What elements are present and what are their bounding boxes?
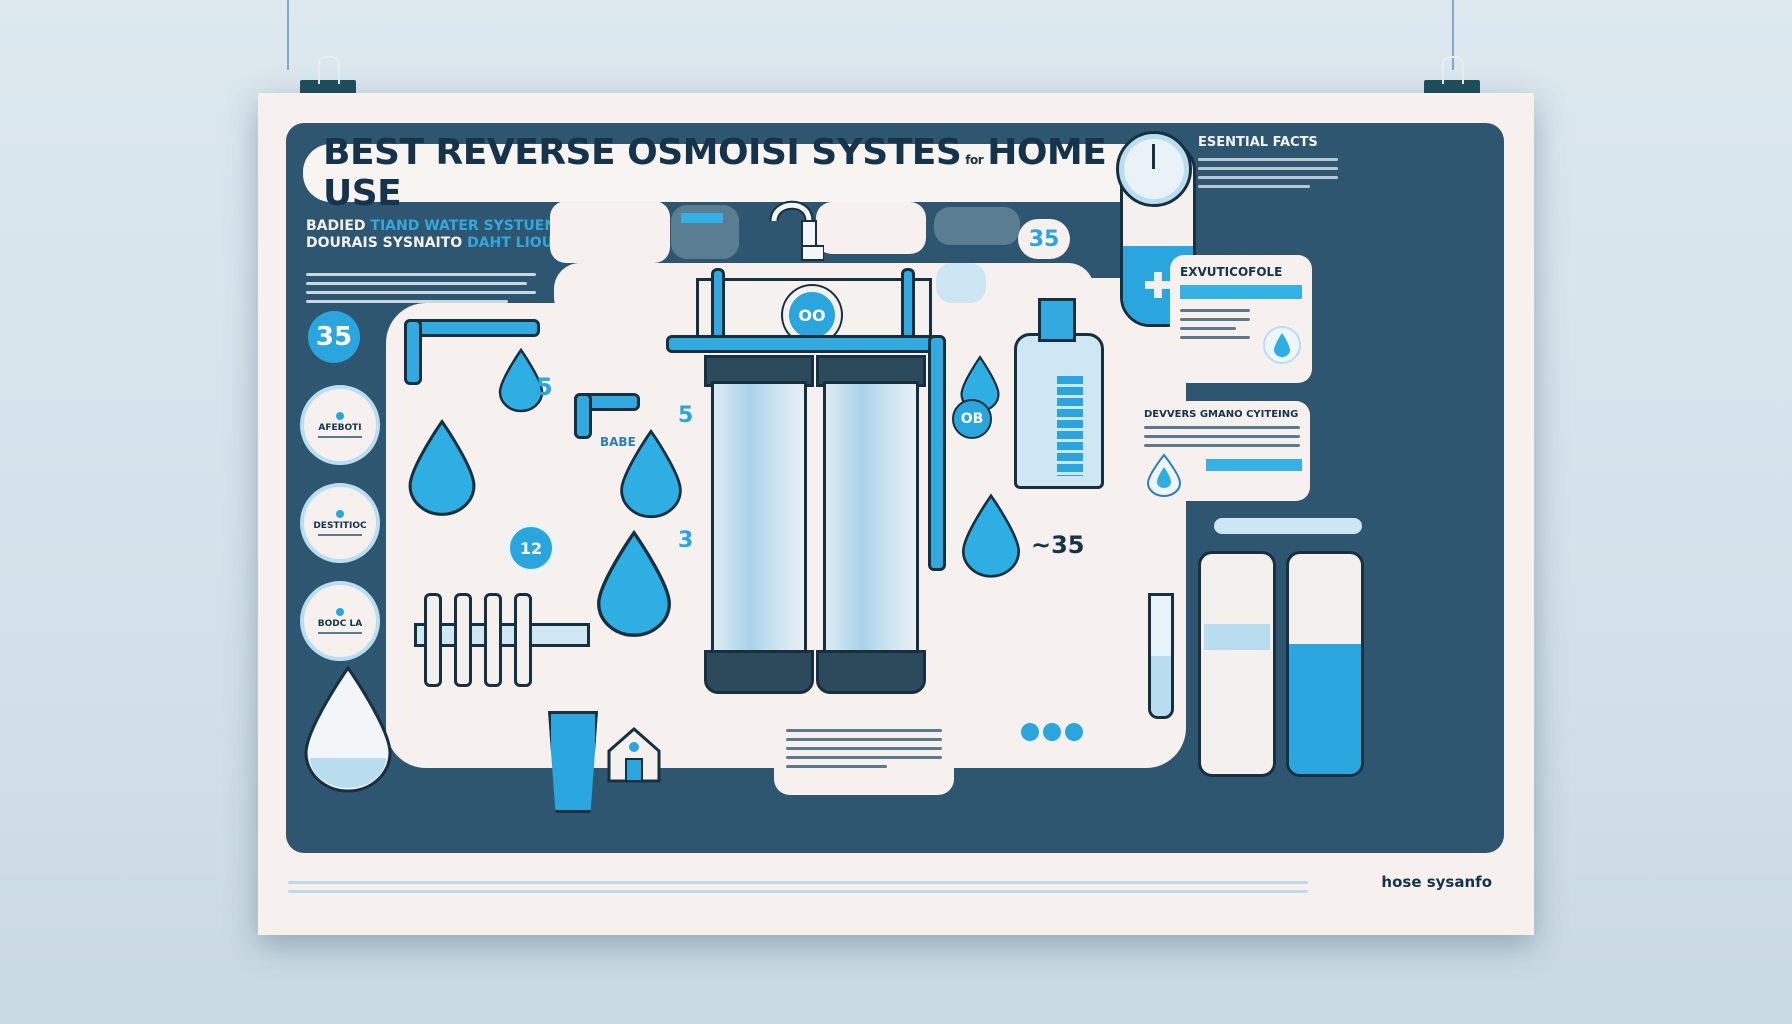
filter-cartridge-1 <box>711 381 807 657</box>
canister-label-bubble <box>1214 518 1362 534</box>
circle-card-label: DESTITIOC <box>313 521 367 531</box>
footer-brand: hose sysanfo <box>1381 873 1492 891</box>
bubbles-cluster-icon <box>1021 723 1085 751</box>
info-bubble-3 <box>816 202 926 254</box>
water-bottle-dispenser <box>1014 333 1104 489</box>
circle-card-text <box>318 632 362 634</box>
dot-icon <box>336 412 344 420</box>
subheading-line1-blue: TIAND WATER SYSTUENT <box>370 218 566 234</box>
filter-base <box>816 650 926 694</box>
card-body-text <box>1180 309 1250 339</box>
exvutic-info-card: EXVUTICOFOLE <box>1170 255 1312 383</box>
filter-badge: OO <box>783 286 841 344</box>
info-bubble-4 <box>934 207 1020 245</box>
essential-facts-section: ESENTIAL FACTS <box>1198 135 1348 225</box>
water-drop-icon <box>498 348 544 413</box>
pipe-vertical <box>574 393 592 439</box>
water-drop-icon <box>620 428 682 519</box>
canister-water-level <box>1289 644 1361 774</box>
water-drop-icon <box>1146 453 1182 497</box>
title-suffix: HOME USE <box>323 132 1107 214</box>
info-bubble-5 <box>936 263 986 303</box>
bubble-tag <box>681 213 723 223</box>
filter-canister-2 <box>1286 551 1364 777</box>
card-body-text <box>786 729 942 768</box>
essential-facts-title: ESENTIAL FACTS <box>1198 135 1318 150</box>
essential-facts-text <box>1198 158 1338 188</box>
water-drop-icon <box>597 529 671 637</box>
stat-35-value: ~35 <box>1031 531 1085 559</box>
house-icon <box>607 727 661 783</box>
test-tube-icon <box>1148 593 1174 719</box>
circle-card-3: BODC LA <box>300 581 380 661</box>
circle-card-label: AFEBOTI <box>318 423 362 433</box>
badge-ob: OB <box>952 399 992 439</box>
filter-canister-1 <box>1198 551 1276 777</box>
title-connector: for <box>965 153 984 167</box>
tag-label: BABE <box>600 435 636 449</box>
step-badge-12: 12 <box>504 521 558 575</box>
filter-cartridge-2 <box>823 381 919 657</box>
bottle-neck <box>1038 298 1076 342</box>
subheading-line1-white: BADIED <box>306 218 366 234</box>
large-water-drop-icon <box>304 665 392 793</box>
stat-badge-35: 35 <box>308 311 360 363</box>
water-drop-icon <box>961 493 1021 578</box>
test-tube-liquid <box>1151 656 1171 716</box>
footer-text <box>288 881 1308 899</box>
step-number-5: 5 <box>536 373 553 401</box>
intro-paragraph <box>306 273 536 309</box>
card-highlight-bar <box>1206 459 1302 471</box>
pipe-vertical <box>901 268 915 344</box>
info-bubble-2 <box>671 205 739 259</box>
filter-base <box>704 650 814 694</box>
card-highlight-bar <box>1180 285 1302 299</box>
step-number-5b: 5 <box>678 403 694 428</box>
pipe-horizontal <box>666 335 937 353</box>
faucet-icon <box>769 200 824 261</box>
title-main: BEST REVERSE OSMOISI SYSTES <box>323 132 962 173</box>
water-drop-icon <box>408 418 476 516</box>
circle-card-text <box>318 436 362 438</box>
dot-icon <box>336 608 344 616</box>
hanging-string-right <box>1452 0 1454 70</box>
circle-card-1: AFEBOTI <box>300 385 380 465</box>
dial-needle <box>1152 144 1155 169</box>
card-body-text <box>1144 426 1300 447</box>
subheading-line2-blue: DAHT LIOU <box>467 235 554 251</box>
subheading: BADIED TIAND WATER SYSTUENT DOURAIS SYSN… <box>306 218 566 252</box>
step-number-3: 3 <box>678 528 694 553</box>
bottle-gauge <box>1057 376 1083 476</box>
dial-gauge-icon <box>1116 131 1192 207</box>
pipe-vertical <box>711 268 725 344</box>
pipe-vertical-right <box>928 335 946 571</box>
canister-water-level <box>1204 624 1270 650</box>
circle-card-2: DESTITIOC <box>300 483 380 563</box>
radiator-pipe-icon <box>414 593 594 687</box>
bottom-info-card <box>774 717 954 795</box>
info-bubble-1 <box>550 201 670 263</box>
circle-card-label: BODC LA <box>317 619 363 629</box>
small-35-value: 35 <box>1028 226 1060 252</box>
stat-badge-35-small: 35 <box>1018 219 1070 259</box>
subheading-line2-white: DOURAIS SYSNAITO <box>306 235 463 251</box>
water-drop-icon <box>1263 326 1301 364</box>
reverse-card-title: DEVVERS GMANO CYITEING <box>1144 409 1299 420</box>
drinking-glass-icon <box>548 711 598 813</box>
pipe-vertical <box>404 319 422 385</box>
hanging-string-left <box>287 0 289 70</box>
dot-icon <box>336 510 344 518</box>
reverse-info-card: DEVVERS GMANO CYITEING <box>1134 401 1310 501</box>
circle-card-text <box>318 534 362 536</box>
pipe-horizontal <box>404 319 540 337</box>
exvutic-card-title: EXVUTICOFOLE <box>1180 265 1283 279</box>
